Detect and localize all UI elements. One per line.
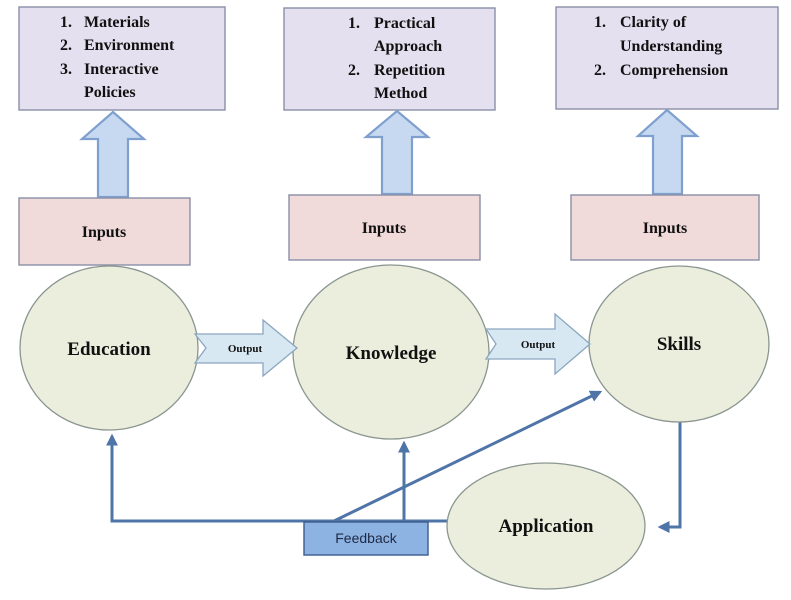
- inputs-label: Inputs: [82, 224, 126, 241]
- node-label: Skills: [657, 334, 701, 355]
- factor-number: 1.: [594, 14, 606, 31]
- factor-text: Approach: [374, 38, 442, 55]
- feedback-label: Feedback: [335, 530, 397, 546]
- node-label: Application: [498, 516, 593, 537]
- factor-text: Policies: [84, 84, 136, 101]
- factor-number: 3.: [60, 61, 72, 78]
- node-label: Knowledge: [346, 343, 437, 364]
- skills-node: Skills: [588, 265, 770, 423]
- factor-number: 1.: [60, 14, 72, 31]
- up-arrow-icon: [79, 110, 147, 199]
- factor-text: Practical: [374, 15, 436, 32]
- factor-text: Comprehension: [620, 62, 728, 79]
- factor-number: 1.: [348, 15, 360, 32]
- factor-number: 2.: [594, 62, 606, 79]
- education-factor-box: 1. Materials 2. Environment 3. Interacti…: [18, 6, 226, 111]
- node-label: Education: [67, 339, 151, 360]
- output-arrow-education-knowledge: Output: [193, 318, 299, 378]
- feedback-to-skills-line: [333, 390, 603, 523]
- up-arrow-icon: [362, 109, 432, 196]
- knowledge-factor-box: 1. Practical Approach 2. Repetition Meth…: [283, 7, 496, 111]
- feedback-to-education-line: [106, 433, 447, 523]
- factor-text: Interactive: [84, 61, 159, 78]
- inputs-label: Inputs: [643, 220, 687, 237]
- application-node: Application: [446, 462, 646, 590]
- knowledge-node: Knowledge: [292, 264, 490, 440]
- factor-text: Method: [374, 85, 427, 102]
- output-arrow-knowledge-skills: Output: [484, 312, 591, 376]
- feedback-box: Feedback: [303, 521, 429, 556]
- factor-text: Materials: [84, 14, 150, 31]
- up-arrow-icon: [635, 108, 700, 196]
- education-node: Education: [19, 265, 199, 431]
- factor-text: Repetition: [374, 62, 445, 79]
- factor-text: Understanding: [620, 38, 722, 55]
- feedback-connectors: [106, 390, 682, 533]
- skills-to-application-line: [657, 420, 682, 533]
- factor-text: Environment: [84, 37, 175, 54]
- factor-number: 2.: [348, 62, 360, 79]
- output-label: Output: [228, 343, 263, 355]
- inputs-label: Inputs: [362, 220, 406, 237]
- skills-factor-box: 1. Clarity of Understanding 2. Comprehen…: [555, 6, 779, 110]
- output-label: Output: [521, 339, 556, 351]
- knowledge-inputs-box: Inputs: [288, 194, 481, 261]
- factor-number: 2.: [60, 37, 72, 54]
- factor-text: Clarity of: [620, 14, 687, 31]
- education-inputs-box: Inputs: [18, 197, 191, 266]
- skills-inputs-box: Inputs: [570, 194, 760, 261]
